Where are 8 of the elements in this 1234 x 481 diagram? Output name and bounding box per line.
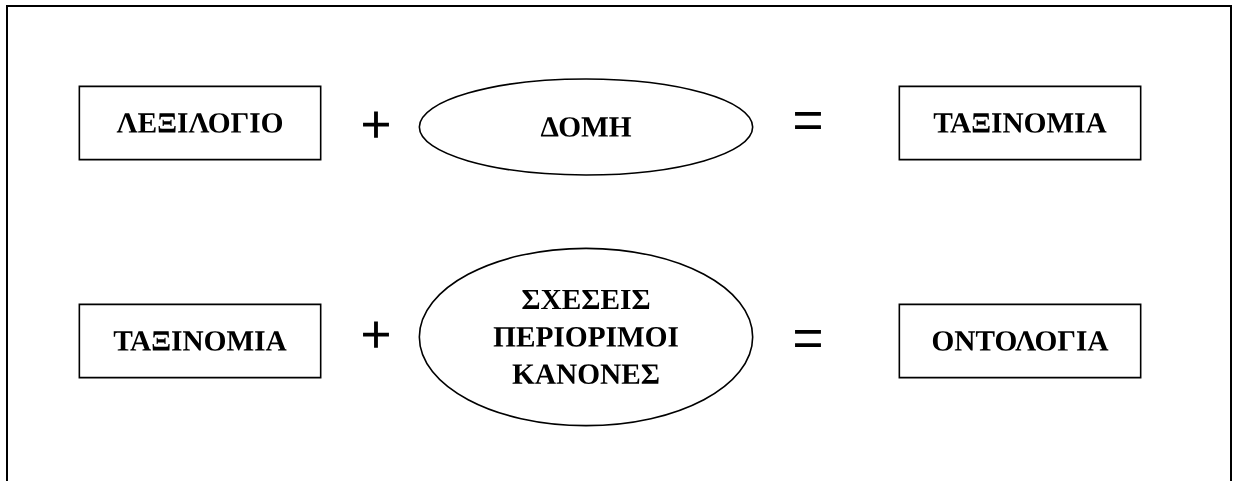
operator-sign: + [363,111,389,138]
term-box: ΟΝΤΟΛΟΓΙΑ [898,303,1142,379]
term-box: ΤΑΞΙΝΟΜΙΑ [78,303,322,379]
operator-sign: = [795,111,821,130]
operator-sign: + [363,321,389,348]
term-box: ΛΕΞΙΛΟΓΙΟ [78,85,322,161]
operator-sign: = [795,329,821,348]
term-box: ΤΑΞΙΝΟΜΙΑ [898,85,1142,161]
